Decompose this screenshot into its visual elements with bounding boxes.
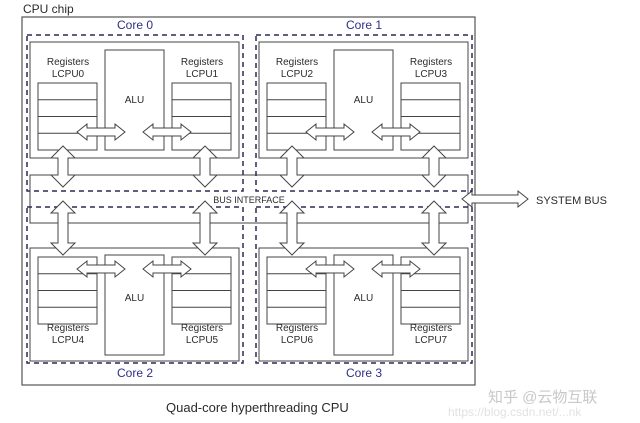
register-title: Registers bbox=[181, 57, 223, 68]
register-alu-arrow bbox=[142, 122, 192, 142]
register-lcpu-name: LCPU2 bbox=[281, 69, 314, 80]
core-boundary bbox=[255, 34, 473, 192]
bus-arrow bbox=[420, 145, 448, 188]
core-boundary bbox=[26, 206, 244, 364]
register-title: Registers bbox=[410, 57, 452, 68]
register-title: Registers bbox=[47, 323, 89, 334]
register-alu-arrow bbox=[305, 122, 355, 142]
alu-label: ALU bbox=[354, 95, 373, 106]
bus-interface-label: BUS INTERFACE bbox=[213, 195, 285, 205]
register-lcpu-name: LCPU0 bbox=[52, 69, 85, 80]
register-lcpu-name: LCPU7 bbox=[415, 335, 448, 346]
register-lcpu-name: LCPU4 bbox=[52, 335, 85, 346]
alu-label: ALU bbox=[125, 95, 144, 106]
register-title: Registers bbox=[410, 323, 452, 334]
bus-arrow bbox=[49, 200, 77, 256]
register-alu-arrow bbox=[371, 259, 421, 279]
core-label: Core 0 bbox=[117, 18, 153, 32]
bus-arrow bbox=[278, 145, 306, 188]
system-bus-label: SYSTEM BUS bbox=[536, 195, 607, 207]
watermark-main: 知乎 @云物互联 bbox=[488, 389, 597, 406]
register-lcpu-name: LCPU3 bbox=[415, 69, 448, 80]
register-alu-arrow bbox=[371, 122, 421, 142]
core-boundary bbox=[255, 206, 473, 364]
alu-label: ALU bbox=[354, 293, 373, 304]
alu-label: ALU bbox=[125, 293, 144, 304]
register-alu-arrow bbox=[76, 259, 126, 279]
core-label: Core 2 bbox=[117, 366, 153, 380]
diagram-caption: Quad-core hyperthreading CPU bbox=[166, 400, 349, 415]
cpu-chip-label: CPU chip bbox=[23, 2, 74, 16]
bus-arrow bbox=[191, 145, 219, 188]
register-alu-arrow bbox=[76, 122, 126, 142]
bus-arrow bbox=[278, 200, 306, 256]
watermark-sub: https://blog.csdn.net/...nk bbox=[448, 405, 582, 419]
register-title: Registers bbox=[276, 323, 318, 334]
register-title: Registers bbox=[181, 323, 223, 334]
core-label: Core 1 bbox=[346, 18, 382, 32]
register-title: Registers bbox=[47, 57, 89, 68]
bus-arrow bbox=[191, 200, 219, 256]
core-label: Core 3 bbox=[346, 366, 382, 380]
bus-arrow bbox=[420, 200, 448, 256]
register-lcpu-name: LCPU5 bbox=[186, 335, 219, 346]
bus-arrow bbox=[49, 145, 77, 188]
bus-interface-box bbox=[29, 174, 469, 224]
system-bus-arrow bbox=[461, 189, 529, 209]
register-alu-arrow bbox=[305, 259, 355, 279]
register-lcpu-name: LCPU6 bbox=[281, 335, 314, 346]
register-title: Registers bbox=[276, 57, 318, 68]
register-lcpu-name: LCPU1 bbox=[186, 69, 219, 80]
register-alu-arrow bbox=[142, 259, 192, 279]
core-boundary bbox=[26, 34, 244, 192]
